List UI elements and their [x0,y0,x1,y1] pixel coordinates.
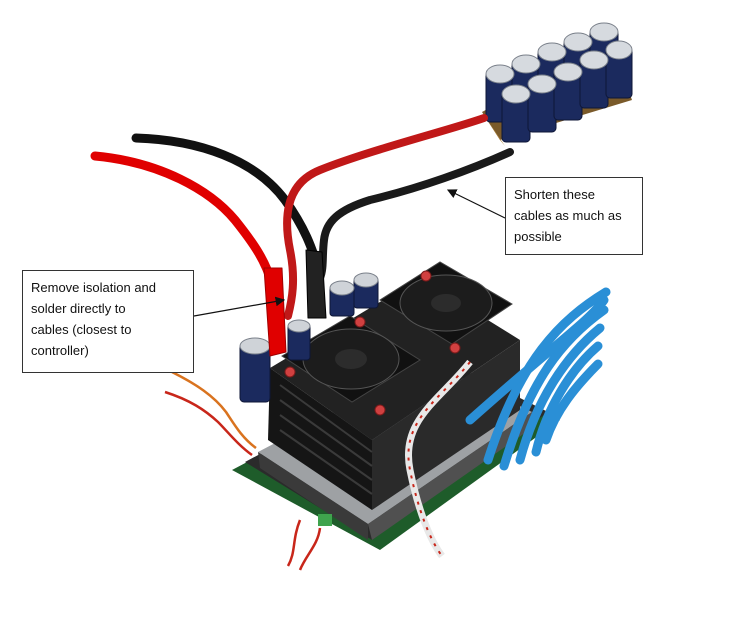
red-cable-to-capacitors [283,114,488,320]
callout-line: Remove isolation and [31,280,157,295]
callout-line: controller) [31,343,89,358]
callout-line: Shorten these [514,187,595,202]
fan-icon [379,261,513,345]
arrow-remove-isolation [193,296,286,317]
callout-shorten-cables: Shorten these cables as much as possible [505,177,643,255]
power-cables [90,114,514,357]
callout-line: cables (closest to [31,322,132,337]
capacitor-bank-icon [482,22,633,146]
motor-controller-icon [232,261,560,550]
black-cable [131,133,323,273]
fan-icon [281,315,421,403]
callout-line: cables as much as [514,208,622,223]
callout-line: possible [514,229,562,244]
callout-line: solder directly to [31,301,126,316]
red-cable [90,151,277,289]
blue-tubes [465,287,611,471]
callout-remove-isolation: Remove isolation and solder directly to … [22,270,194,373]
black-cable-to-capacitors [316,148,514,282]
arrow-shorten-cables [446,189,506,219]
twisted-wires [164,370,322,571]
